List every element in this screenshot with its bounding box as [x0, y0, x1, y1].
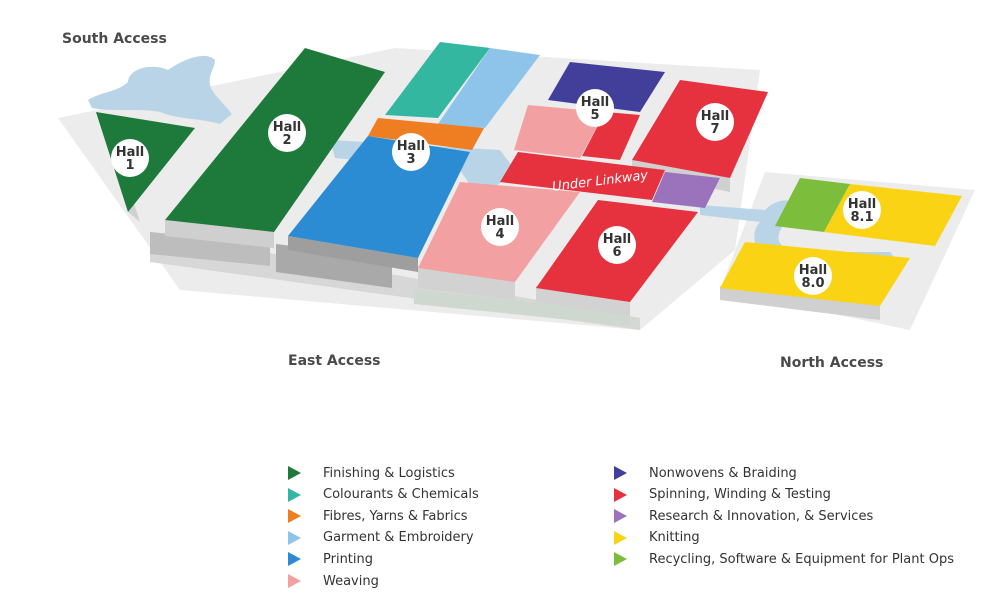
legend-item: Knitting [614, 528, 700, 548]
legend-item: Garment & Embroidery [288, 528, 474, 548]
hall3-colourants[interactable] [385, 42, 490, 118]
hall80-badge: Hall 8.0 [794, 257, 832, 295]
legend-label: Nonwovens & Braiding [649, 465, 797, 481]
legend-marker-icon [288, 530, 301, 545]
legend-marker-icon [614, 530, 627, 545]
hall6-side [536, 286, 630, 316]
legend-marker-icon [614, 509, 627, 524]
hall81-recycling[interactable] [775, 178, 850, 232]
hall2-badge: Hall 2 [268, 114, 306, 152]
hall1-label-line1: Hall [116, 145, 145, 160]
legend-marker-icon [288, 509, 301, 524]
hall3-printing[interactable] [288, 136, 470, 258]
hall7-label-line1: Hall [701, 109, 730, 124]
legend-item: Weaving [288, 571, 379, 591]
hall6-label-line1: Hall [603, 232, 632, 247]
legend-item: Recycling, Software & Equipment for Plan… [614, 549, 954, 569]
legend-item: Spinning, Winding & Testing [614, 485, 831, 505]
hall1-badge: Hall 1 [111, 139, 149, 177]
legend-label: Printing [323, 551, 374, 567]
hall5-label-line1: Hall [581, 95, 610, 110]
hall80-label-line1: Hall [799, 263, 828, 278]
hall4-side [418, 268, 515, 300]
hall1-label-line2: 1 [125, 158, 134, 173]
hall4-label-line1: Hall [486, 214, 515, 229]
hall80-label-line2: 8.0 [801, 276, 824, 291]
hall2-label-line1: Hall [273, 120, 302, 135]
legend-label: Research & Innovation, & Services [649, 508, 874, 524]
venue-floor-map: Hall 1 Hall 2 Hall 3 Hall 5 Hall 7 Hall … [58, 42, 975, 330]
legend-marker-icon [288, 487, 301, 502]
legend-item: Nonwovens & Braiding [614, 463, 797, 483]
legend-marker-icon [288, 574, 301, 588]
east-access-label: East Access [288, 353, 381, 369]
hall3-label-line1: Hall [397, 139, 426, 154]
legend-label: Knitting [649, 530, 700, 546]
linkway-block[interactable] [500, 152, 665, 200]
legend-item: Fibres, Yarns & Fabrics [288, 506, 468, 526]
legend-label: Weaving [323, 573, 379, 589]
legend-label: Finishing & Logistics [323, 465, 455, 481]
legend-label: Fibres, Yarns & Fabrics [323, 508, 468, 524]
legend-item: Printing [288, 549, 373, 569]
hall5-label-line2: 5 [590, 108, 599, 123]
legend-marker-icon [614, 466, 627, 480]
hall81-badge: Hall 8.1 [843, 191, 881, 229]
hall6-label-line2: 6 [612, 245, 621, 260]
hall3-label-line2: 3 [406, 152, 415, 167]
hall45-base [414, 290, 630, 326]
legend-label: Spinning, Winding & Testing [649, 487, 831, 503]
hall3-garment[interactable] [438, 48, 540, 128]
hall6-badge: Hall 6 [598, 226, 636, 264]
hall5-badge: Hall 5 [576, 89, 614, 127]
legend-marker-icon [614, 487, 627, 502]
hall3-fibres[interactable] [368, 118, 484, 150]
legend-item: Research & Innovation, & Services [614, 506, 873, 526]
hall81-label-line2: 8.1 [850, 210, 873, 225]
legend-item: Finishing & Logistics [288, 463, 455, 483]
south-walkway [88, 55, 232, 124]
legend-marker-icon [288, 466, 301, 480]
hall2-side [165, 220, 274, 248]
north-walkway [700, 200, 895, 269]
hall2-base [150, 232, 270, 266]
legend-marker-icon [288, 552, 301, 567]
south-access-label: South Access [62, 31, 167, 47]
hall5-spinning[interactable] [582, 112, 640, 160]
hall2-label-line2: 2 [282, 133, 291, 148]
hall3-badge: Hall 3 [392, 133, 430, 171]
hall80-side [720, 286, 880, 320]
hall4-label-line2: 4 [495, 227, 504, 242]
legend-item: Colourants & Chemicals [288, 485, 479, 505]
hall7-badge: Hall 7 [696, 103, 734, 141]
hall3-side [288, 236, 418, 272]
north-access-label: North Access [780, 355, 884, 371]
hall7-label-line2: 7 [710, 122, 719, 137]
hall5-nonwovens[interactable] [548, 62, 665, 112]
legend-marker-icon [614, 552, 627, 567]
linkway-research[interactable] [652, 172, 720, 208]
legend-label: Garment & Embroidery [323, 530, 474, 546]
legend-label: Recycling, Software & Equipment for Plan… [649, 551, 954, 567]
hall81-label-line1: Hall [848, 197, 877, 212]
legend-label: Colourants & Chemicals [323, 487, 479, 503]
hall4-badge: Hall 4 [481, 208, 519, 246]
